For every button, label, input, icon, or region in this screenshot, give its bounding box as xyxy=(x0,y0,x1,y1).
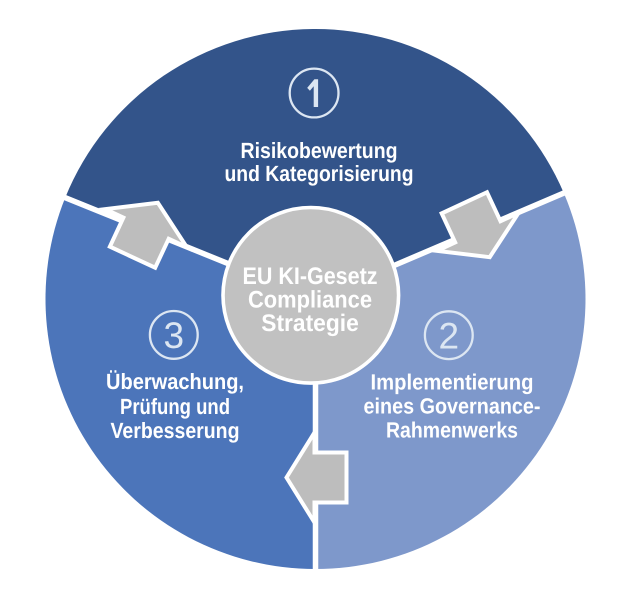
svg-text:Prüfung und: Prüfung und xyxy=(120,394,230,419)
svg-text:3: 3 xyxy=(164,315,185,356)
svg-text:Rahmenwerks: Rahmenwerks xyxy=(386,418,518,443)
svg-text:und Kategorisierung: und Kategorisierung xyxy=(225,161,414,186)
svg-text:EU KI-Gesetz: EU KI-Gesetz xyxy=(243,263,378,290)
svg-text:Risikobewertung: Risikobewertung xyxy=(241,138,398,163)
svg-text:Verbesserung: Verbesserung xyxy=(111,418,240,443)
svg-text:2: 2 xyxy=(439,316,460,357)
svg-text:Implementierung: Implementierung xyxy=(371,369,534,394)
svg-text:Compliance: Compliance xyxy=(248,287,372,314)
svg-text:eines Governance-: eines Governance- xyxy=(364,393,541,418)
svg-text:Überwachung,: Überwachung, xyxy=(106,369,244,394)
svg-text:Strategie: Strategie xyxy=(261,310,359,337)
